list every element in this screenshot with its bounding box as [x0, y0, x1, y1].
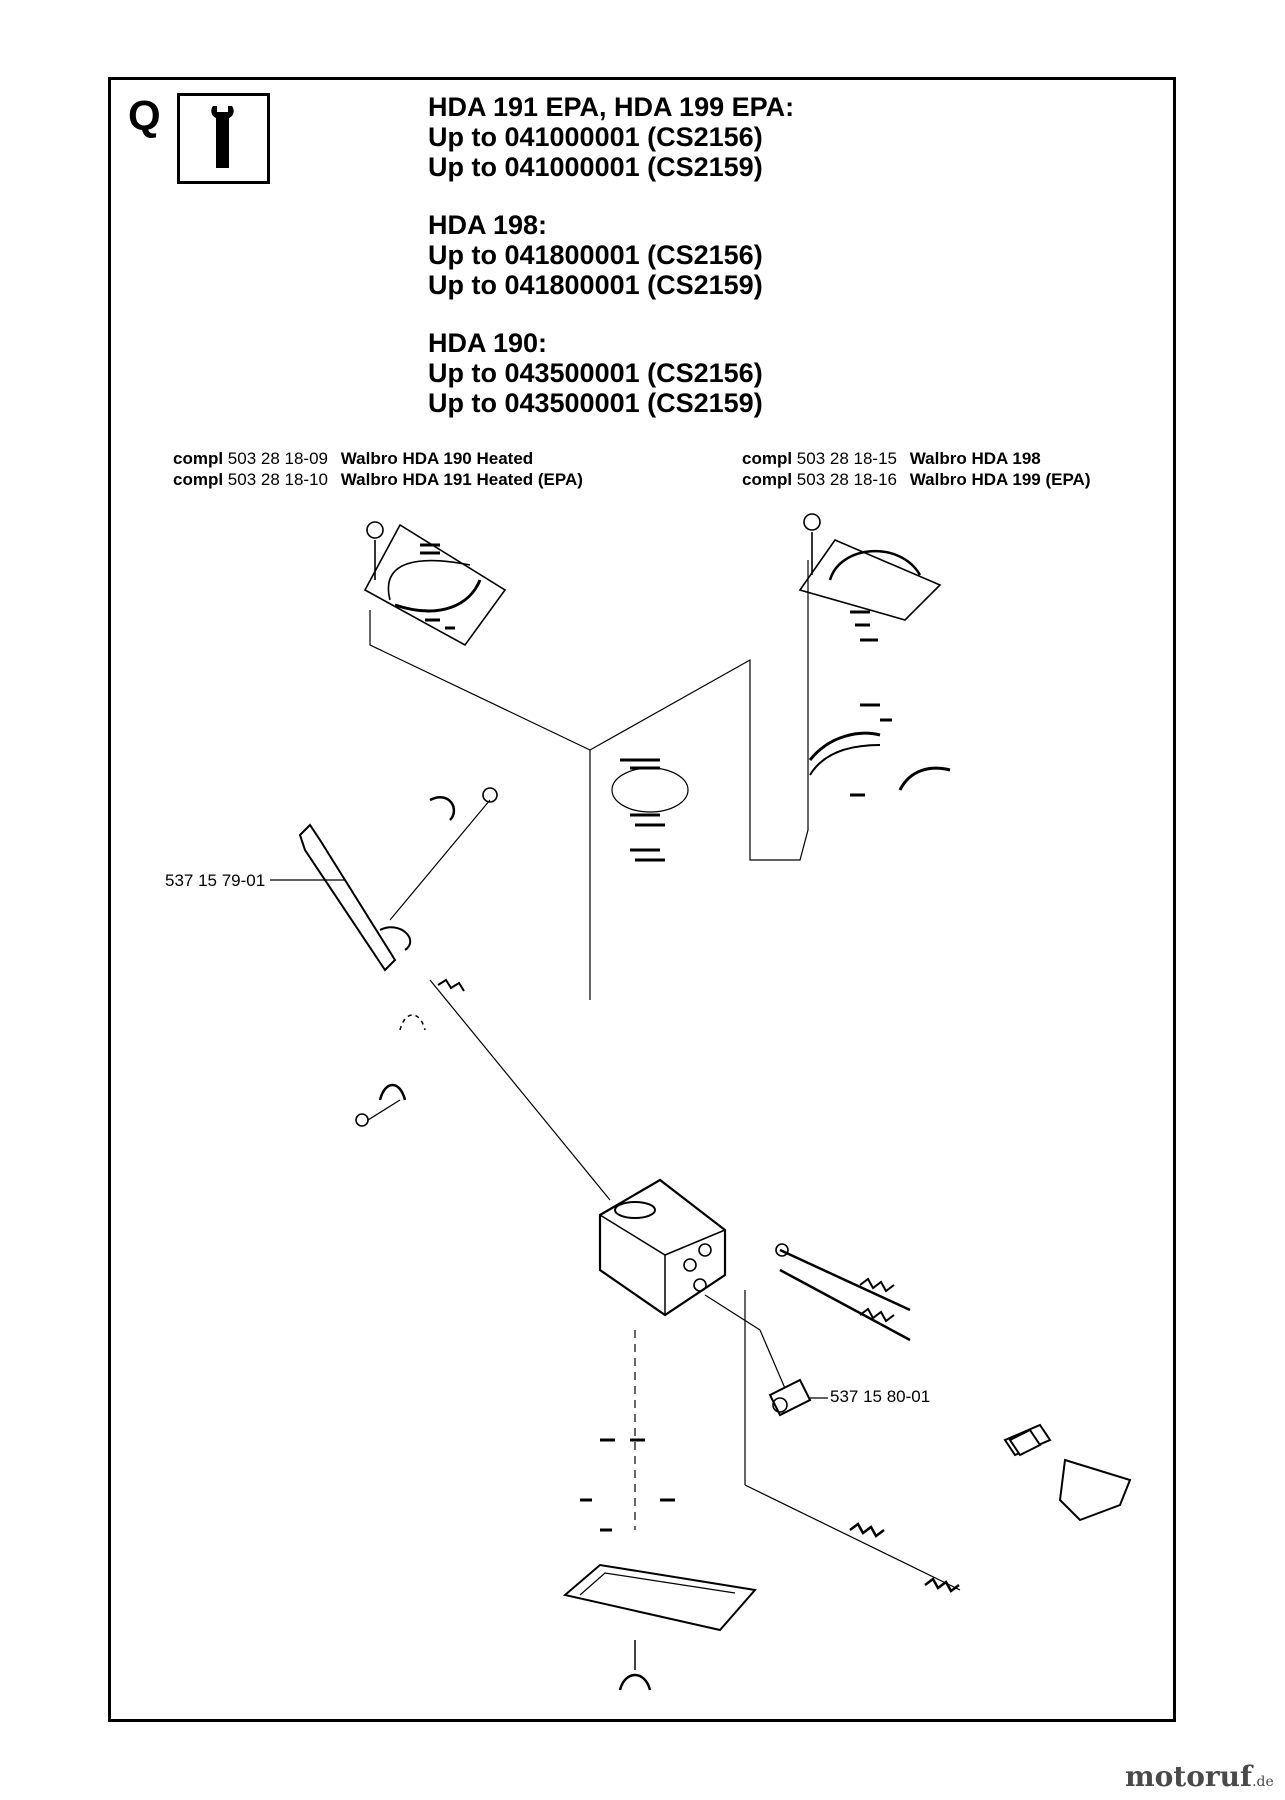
pump-cover-left	[363, 521, 507, 647]
callout-lever-part: 537 15 79-01	[165, 871, 266, 890]
compl-model: Walbro	[909, 449, 967, 468]
compl-suffix: Heated	[476, 449, 534, 468]
compl-line: compl 503 28 18-09 Walbro HDA 190 Heated	[173, 448, 583, 469]
compl-prefix: compl	[742, 470, 793, 489]
compl-number: 503 28 18-09	[227, 449, 328, 468]
callout-fitting-part: 537 15 80-01	[830, 1387, 931, 1406]
choke-parts	[355, 1014, 426, 1127]
diagram-frame	[108, 77, 1176, 1722]
applicability-headings: HDA 191 EPA, HDA 199 EPA: Up to 04100000…	[428, 92, 794, 446]
assembly-guide-lines	[369, 560, 809, 1000]
heading-line: Up to 043500001 (CS2159)	[428, 388, 763, 418]
heading-line: Up to 043500001 (CS2156)	[428, 358, 763, 388]
compl-number: 503 28 18-15	[796, 449, 897, 468]
compl-line: compl 503 28 18-15 Walbro HDA 198	[742, 448, 1091, 469]
compl-model: Walbro	[340, 449, 398, 468]
compl-line: compl 503 28 18-10 Walbro HDA 191 Heated…	[173, 469, 583, 490]
compl-number: 503 28 18-16	[796, 470, 897, 489]
inlet-needle-spring	[744, 1290, 961, 1593]
diaphragm	[611, 758, 689, 862]
heading-group-hda191-199: HDA 191 EPA, HDA 199 EPA: Up to 04100000…	[428, 92, 794, 182]
compl-model-code: HDA 198	[971, 449, 1041, 468]
compl-list-right: compl 503 28 18-15 Walbro HDA 198 compl …	[742, 448, 1091, 490]
compl-model: Walbro	[340, 470, 398, 489]
pump-cover-right	[798, 513, 942, 642]
watermark-brand: motoruf	[1125, 1760, 1253, 1793]
compl-model-code: HDA 191	[402, 470, 472, 489]
compl-model: Walbro	[909, 470, 967, 489]
adjustment-needles	[775, 1243, 911, 1342]
compl-model-code: HDA 190	[402, 449, 472, 468]
heading-line: Up to 041800001 (CS2156)	[428, 240, 763, 270]
compl-model-code: HDA 199	[971, 470, 1041, 489]
watermark-logo: motoruf.de	[1125, 1760, 1274, 1793]
watermark-tld: .de	[1252, 1774, 1274, 1790]
compl-line: compl 503 28 18-16 Walbro HDA 199 (EPA)	[742, 469, 1091, 490]
heading-line: HDA 191 EPA, HDA 199 EPA:	[428, 92, 795, 122]
fuel-pump-cap-parts	[1003, 1423, 1132, 1522]
bottom-cover	[562, 1330, 757, 1691]
fuel-inlet-fitting	[704, 1294, 828, 1417]
wrench-info-icon	[177, 93, 270, 184]
heading-line: Up to 041000001 (CS2156)	[428, 122, 763, 152]
compl-prefix: compl	[173, 449, 224, 468]
compl-prefix: compl	[742, 449, 793, 468]
heading-group-hda198: HDA 198: Up to 041800001 (CS2156) Up to …	[428, 210, 794, 300]
compl-prefix: compl	[173, 470, 224, 489]
section-letter: Q	[128, 92, 161, 139]
heading-line: HDA 190:	[428, 328, 548, 358]
compl-suffix: (EPA)	[1045, 470, 1091, 489]
heading-line: Up to 041800001 (CS2159)	[428, 270, 763, 300]
heading-line: Up to 041000001 (CS2159)	[428, 152, 763, 182]
carburetor-body	[598, 1178, 727, 1317]
compl-suffix: Heated (EPA)	[476, 470, 583, 489]
metering-lever-parts	[808, 703, 951, 797]
heading-line: HDA 198:	[428, 210, 548, 240]
throttle-shaft	[379, 926, 611, 1201]
compl-number: 503 28 18-10	[227, 470, 328, 489]
heading-group-hda190: HDA 190: Up to 043500001 (CS2156) Up to …	[428, 328, 794, 418]
throttle-lever	[270, 787, 498, 972]
compl-list-left: compl 503 28 18-09 Walbro HDA 190 Heated…	[173, 448, 583, 490]
